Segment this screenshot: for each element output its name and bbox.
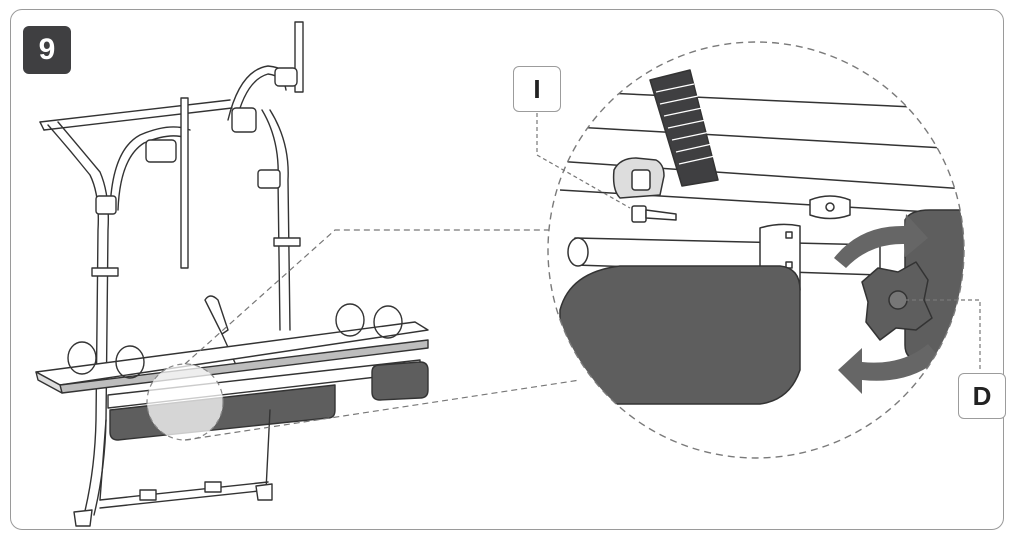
callout-label-i: I — [513, 66, 561, 112]
bike-rack-icon — [35, 21, 429, 527]
rotation-arrow-icon — [834, 214, 940, 394]
bolt-icon — [631, 205, 677, 223]
strap-icon — [649, 69, 719, 187]
diagram-frame — [10, 9, 1004, 530]
knob-icon — [861, 261, 933, 341]
zoom-connector-lines — [184, 229, 581, 441]
callout-leader-lines — [536, 113, 981, 372]
step-number-badge: 9 — [23, 26, 71, 74]
callout-label-d: D — [958, 373, 1006, 419]
zoom-detail-circle — [547, 41, 965, 459]
zoom-source-circle — [146, 363, 224, 441]
